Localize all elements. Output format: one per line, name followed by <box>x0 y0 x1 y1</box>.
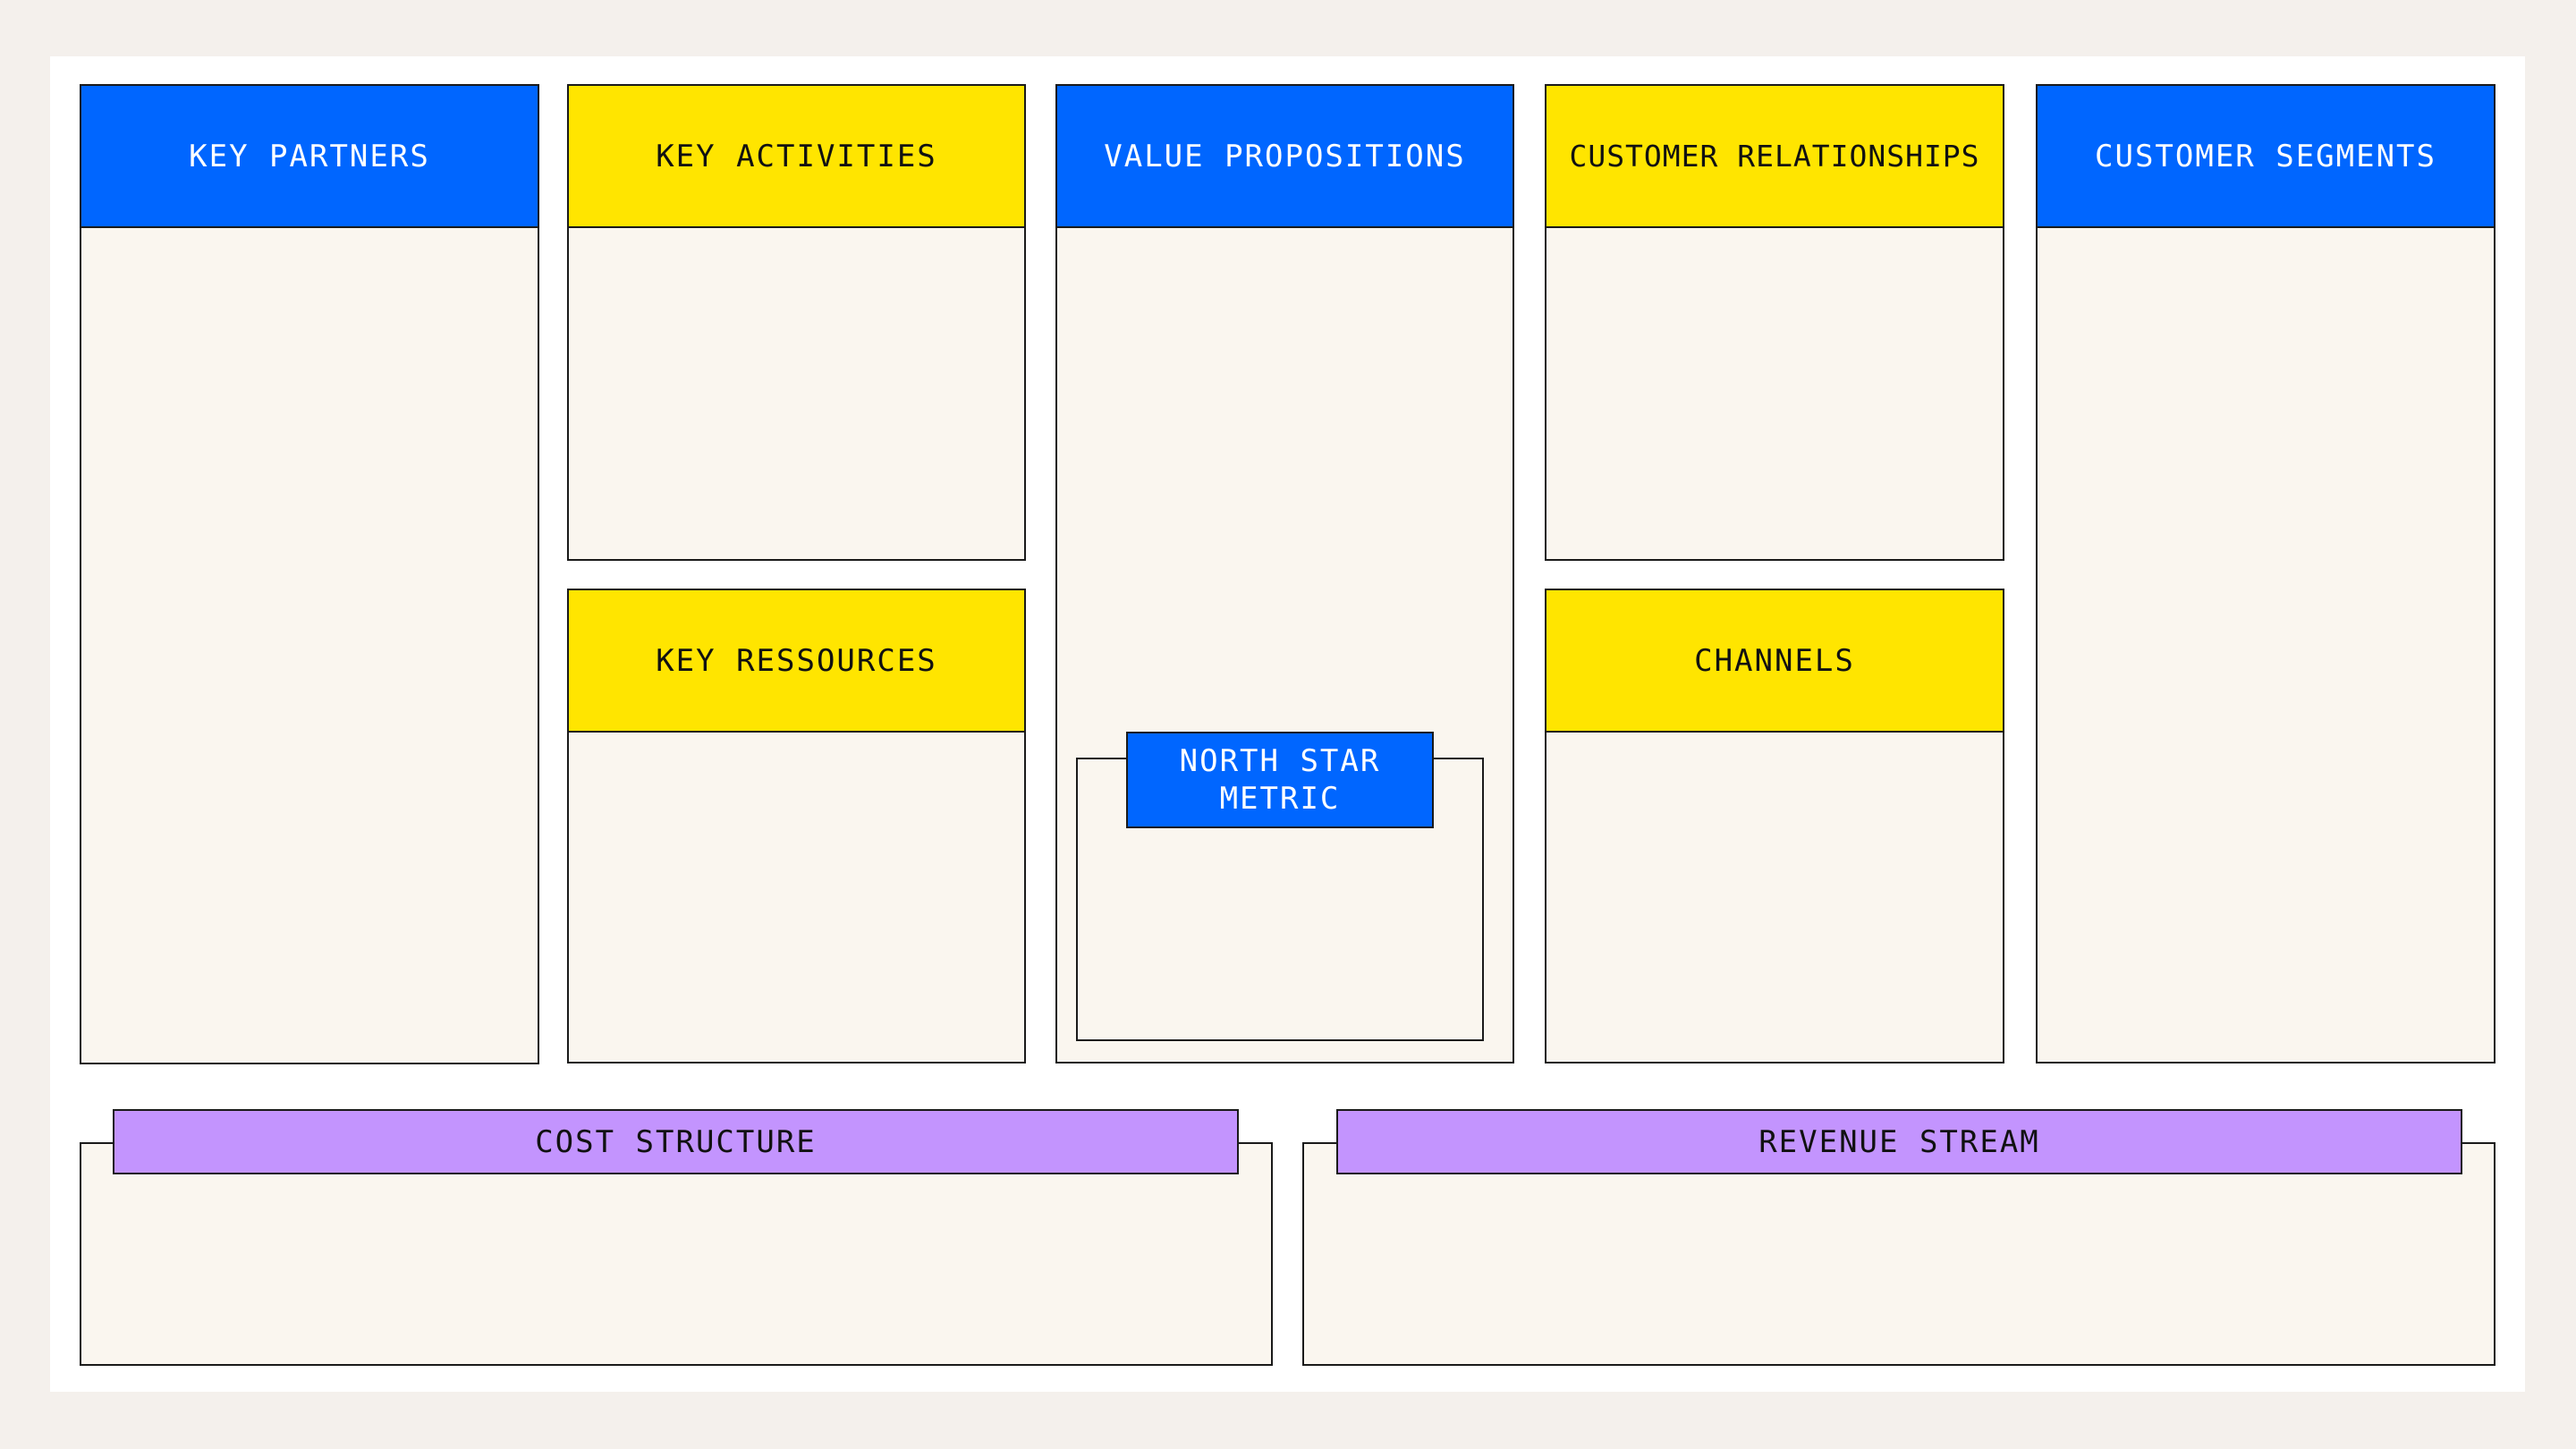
channels-header: CHANNELS <box>1545 589 2004 733</box>
cost-structure-panel[interactable] <box>80 1142 1273 1366</box>
key-partners-header: KEY PARTNERS <box>80 84 539 228</box>
key-partners-panel[interactable] <box>80 84 539 1064</box>
customer-segments-header: CUSTOMER SEGMENTS <box>2036 84 2496 228</box>
revenue-stream-header: REVENUE STREAM <box>1336 1109 2462 1174</box>
north-star-metric-header: NORTH STAR METRIC <box>1126 732 1434 828</box>
customer-relationships-header: CUSTOMER RELATIONSHIPS <box>1545 84 2004 228</box>
revenue-stream-panel[interactable] <box>1302 1142 2496 1366</box>
cost-structure-header: COST STRUCTURE <box>113 1109 1239 1174</box>
value-propositions-header: VALUE PROPOSITIONS <box>1055 84 1514 228</box>
customer-segments-panel[interactable] <box>2036 84 2496 1063</box>
key-activities-header: KEY ACTIVITIES <box>567 84 1026 228</box>
key-ressources-header: KEY RESSOURCES <box>567 589 1026 733</box>
